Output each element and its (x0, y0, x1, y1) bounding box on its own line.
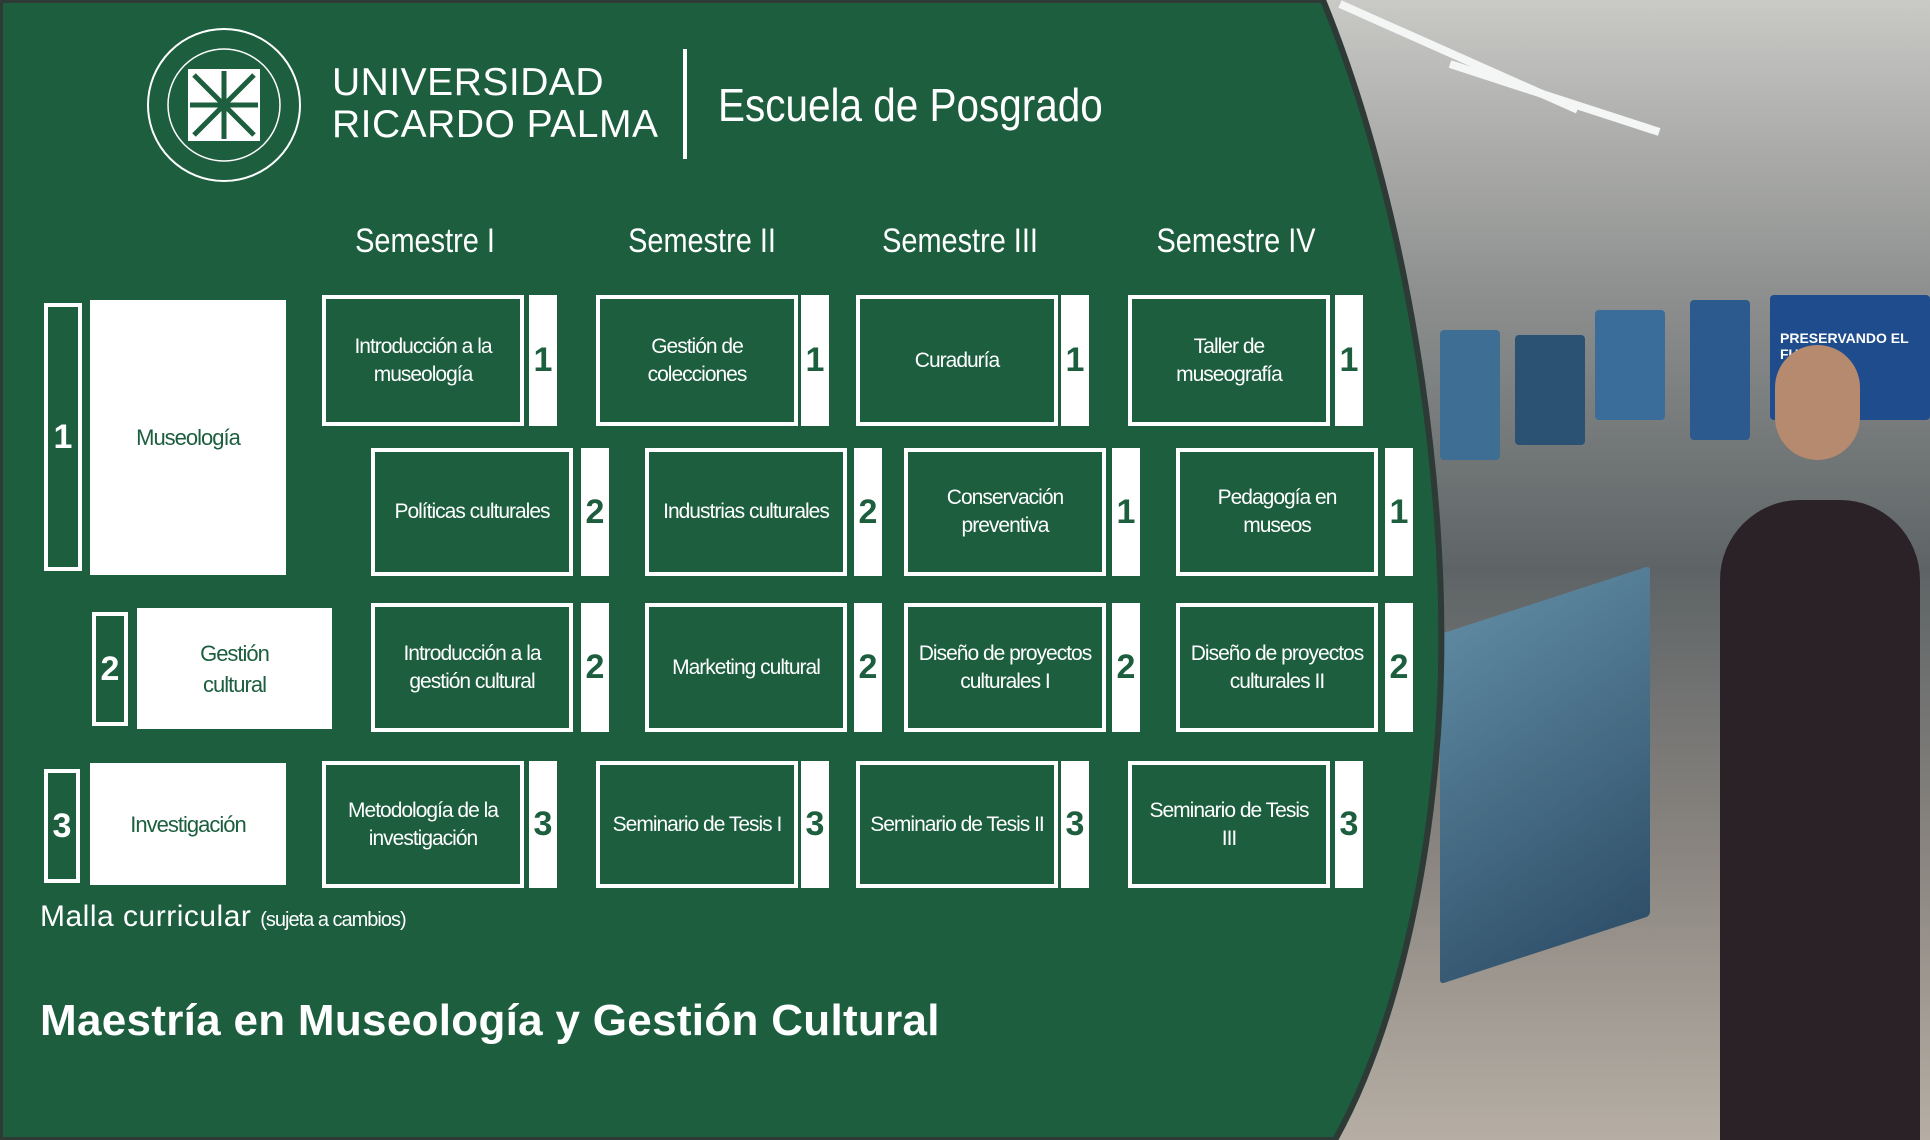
malla-caption: Malla curricular (sujeta a cambios) (40, 900, 407, 934)
course-box: Gestión de colecciones (596, 295, 798, 426)
credit-tab: 2 (1112, 603, 1140, 732)
credit-tab: 3 (1335, 761, 1363, 888)
header-divider (683, 49, 687, 159)
category-number: 3 (44, 769, 80, 883)
credit-tab: 2 (854, 603, 882, 732)
malla-label: Malla curricular (40, 900, 252, 933)
credit-tab: 1 (1061, 295, 1089, 426)
university-line2: RICARDO PALMA (332, 103, 659, 146)
credit-tab: 3 (1061, 761, 1089, 888)
course-box: Industrias culturales (645, 448, 847, 576)
credit-tab: 2 (581, 603, 609, 732)
course-box: Seminario de Tesis III (1128, 761, 1330, 888)
malla-note: (sujeta a cambios) (260, 909, 406, 931)
category-number: 2 (92, 612, 128, 726)
presenter-face (1775, 345, 1860, 460)
university-line1: UNIVERSIDAD (332, 61, 605, 104)
category-museologia: Museología (90, 300, 286, 575)
exhibit-panel (1440, 330, 1500, 460)
credit-tab: 1 (1335, 295, 1363, 426)
category-gestion-cultural: Gestión cultural (137, 608, 332, 729)
credit-tab: 2 (1385, 603, 1413, 732)
course-box: Seminario de Tesis II (856, 761, 1058, 888)
program-title: Maestría en Museología y Gestión Cultura… (40, 996, 940, 1045)
exhibit-panel (1595, 310, 1665, 420)
course-box: Seminario de Tesis I (596, 761, 798, 888)
credit-tab: 2 (581, 448, 609, 576)
credit-tab: 1 (1112, 448, 1140, 576)
course-box: Taller de museografía (1128, 295, 1330, 426)
course-box: Políticas culturales (371, 448, 573, 576)
exhibit-panel (1515, 335, 1585, 445)
course-box: Introducción a la museología (322, 295, 524, 426)
presenter-figure (1720, 500, 1920, 1140)
credit-tab: 1 (1385, 448, 1413, 576)
category-investigacion: Investigación (90, 763, 286, 885)
course-box: Metodología de la investigación (322, 761, 524, 888)
credit-tab: 2 (854, 448, 882, 576)
university-seal-logo (147, 28, 301, 182)
course-box: Curaduría (856, 295, 1058, 426)
credit-tab: 1 (529, 295, 557, 426)
university-name: UNIVERSIDAD RICARDO PALMA (332, 62, 659, 146)
semester-header-4: Semestre IV (1156, 222, 1316, 260)
course-box: Pedagogía en museos (1176, 448, 1378, 576)
credit-tab: 3 (529, 761, 557, 888)
course-box: Diseño de proyectos culturales II (1176, 603, 1378, 732)
course-box: Diseño de proyectos culturales I (904, 603, 1106, 732)
credit-tab: 1 (801, 295, 829, 426)
category-number: 1 (44, 303, 82, 571)
course-box: Marketing cultural (645, 603, 847, 732)
exhibit-panel (1690, 300, 1750, 440)
semester-header-1: Semestre I (355, 222, 495, 260)
school-name: Escuela de Posgrado (718, 79, 1103, 131)
course-box: Conservación preventiva (904, 448, 1106, 576)
semester-header-3: Semestre III (882, 222, 1038, 260)
credit-tab: 3 (801, 761, 829, 888)
course-box: Introducción a la gestión cultural (371, 603, 573, 732)
semester-header-2: Semestre II (628, 222, 776, 260)
